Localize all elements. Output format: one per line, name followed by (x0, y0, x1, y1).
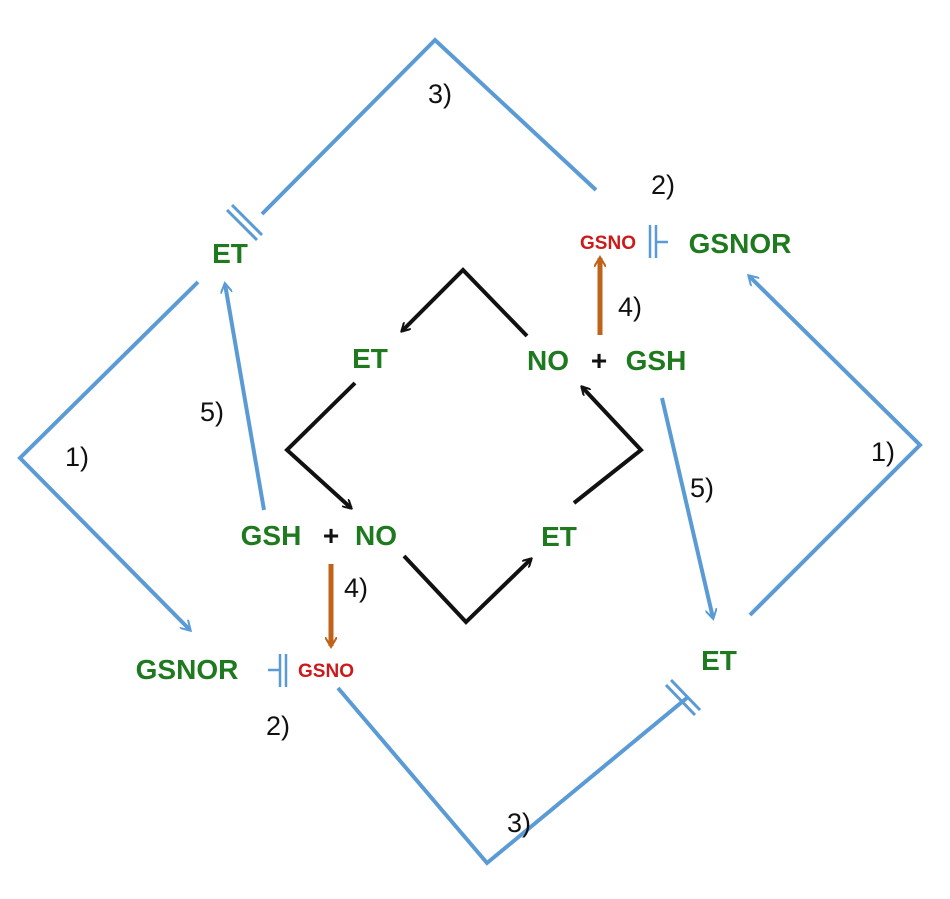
inner-left-arrow (284, 381, 357, 508)
step-2-bottom-left: 2) (266, 711, 290, 741)
right-gsh-to-et-arrow (660, 397, 713, 618)
step-1-right: 1) (871, 437, 895, 467)
no-left: NO (355, 520, 397, 551)
step-3-top: 3) (428, 79, 452, 109)
gsh-left: GSH (241, 520, 302, 551)
gsh-right: GSH (626, 345, 687, 376)
step-5-right: 5) (690, 473, 714, 503)
et-inner-right: ET (541, 521, 577, 552)
gsno-top-right: GSNO (580, 233, 636, 254)
gsno-bottom-left: GSNO (298, 661, 354, 682)
step-2-top-right: 2) (651, 170, 675, 200)
left-gsnor-gsno-inhibition (268, 654, 288, 687)
plus-right: + (591, 345, 607, 376)
top-left-inhibition-bar (225, 203, 264, 242)
gsnor-top-right: GSNOR (689, 228, 792, 259)
plus-left: + (323, 520, 339, 551)
inner-right-arrow (572, 387, 644, 505)
outer-right-activation-path (749, 276, 923, 617)
inner-top-arrow (402, 267, 529, 338)
step-1-left: 1) (65, 442, 89, 472)
gsnor-bottom-left: GSNOR (136, 654, 239, 685)
no-right: NO (527, 345, 569, 376)
et-top-left: ET (212, 238, 248, 269)
outer-bottom-inhibition-path (336, 686, 690, 866)
step-3-bottom: 3) (507, 808, 531, 838)
step-5-left: 5) (200, 397, 224, 427)
outer-top-inhibition-path (260, 37, 598, 216)
step-4-left: 4) (344, 573, 368, 603)
inner-bottom-arrow (402, 554, 531, 625)
et-inner-top: ET (352, 343, 388, 374)
outer-left-activation-path (17, 280, 200, 630)
step-4-right: 4) (618, 292, 642, 322)
right-gsno-gsnor-inhibition (648, 225, 668, 258)
left-gsh-to-et-arrow (225, 284, 266, 511)
bottom-right-inhibition-bar (664, 678, 702, 717)
et-bottom-right: ET (701, 645, 737, 676)
